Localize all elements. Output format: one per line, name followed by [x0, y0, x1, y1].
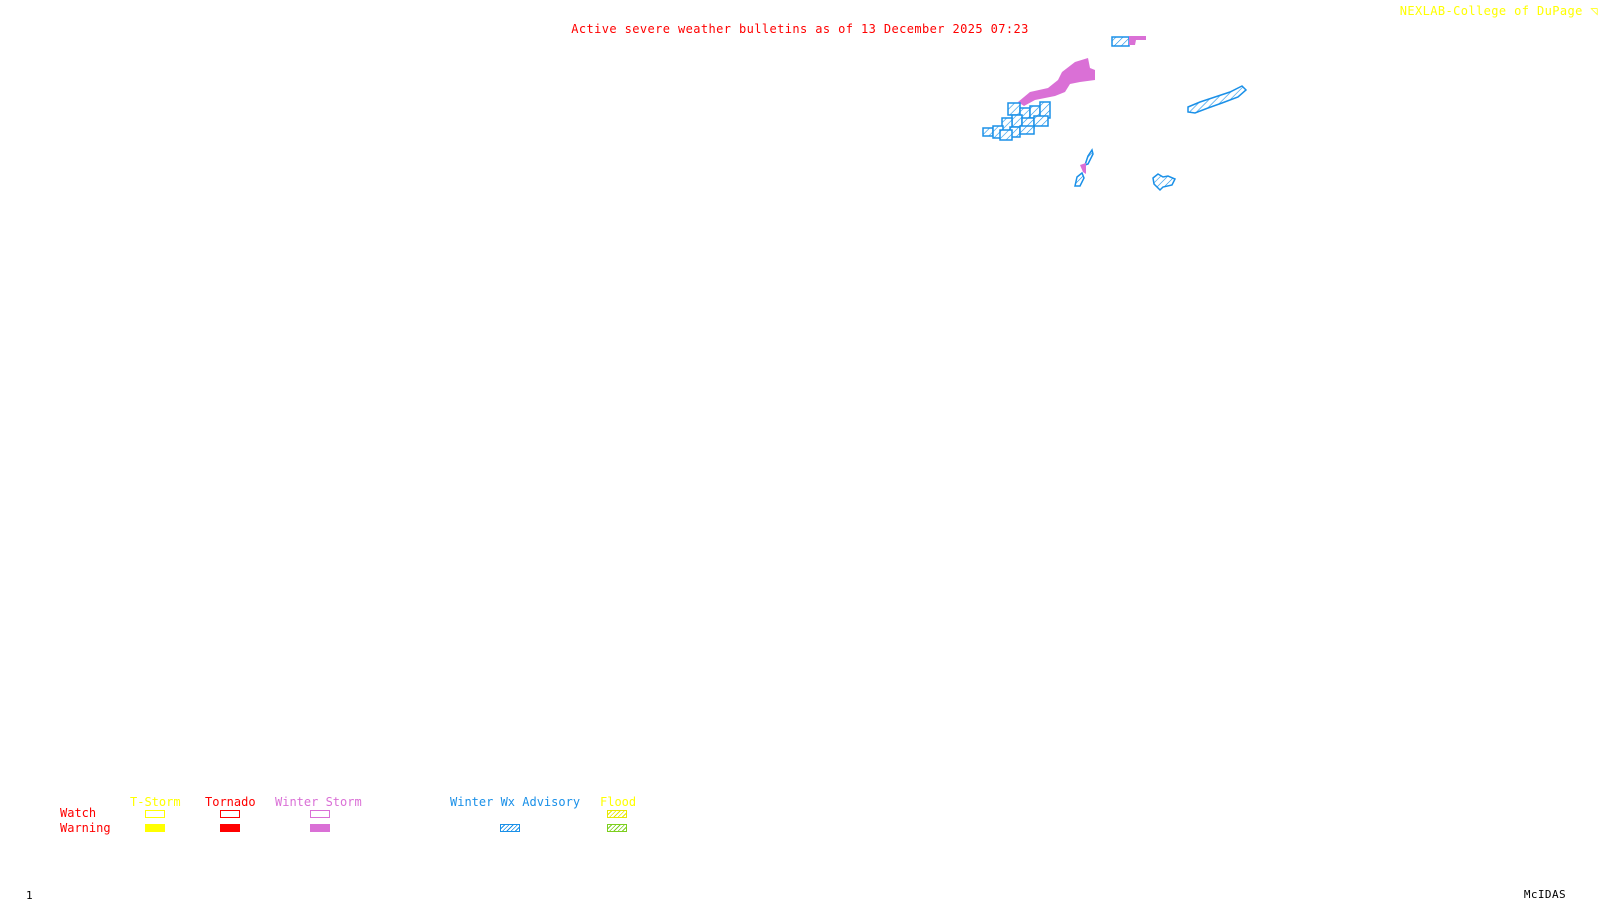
- legend-col-winter-storm: Winter Storm: [275, 795, 362, 809]
- legend-flood-watch-swatch: [607, 810, 627, 818]
- legend-col-tstorm: T-Storm: [130, 795, 181, 809]
- legend-winter-wx-advisory-swatch: [500, 824, 520, 832]
- winter-storm-warning-area: [1018, 58, 1095, 106]
- legend-col-tornado: Tornado: [205, 795, 256, 809]
- winter-wx-advisory-area: [1187, 85, 1248, 114]
- winter-wx-advisory-area: [1083, 148, 1094, 167]
- legend-row-label-warning: Warning: [60, 821, 111, 835]
- frame-number: 1: [26, 889, 34, 902]
- map-title: Active severe weather bulletins as of 13…: [571, 22, 1029, 36]
- software-label: McIDAS: [1523, 888, 1566, 901]
- winter-storm-warning-area: [1080, 163, 1086, 174]
- legend-tornado-warning-swatch: [220, 824, 240, 832]
- legend-col-winter-wx-advisory: Winter Wx Advisory: [450, 795, 581, 809]
- legend-flood-warning-swatch: [607, 824, 627, 832]
- winter-wx-advisory-cluster: [982, 101, 1051, 141]
- winter-storm-warning-area: [1129, 36, 1146, 45]
- winter-wx-advisory-area: [1152, 173, 1177, 192]
- legend-winter-storm-warning-swatch: [310, 824, 330, 832]
- winter-wx-advisory-area: [1111, 36, 1130, 47]
- legend-row-label-watch: Watch: [60, 806, 97, 820]
- legend-tornado-watch-swatch: [220, 810, 240, 818]
- legend-tstorm-watch-swatch: [145, 810, 165, 818]
- legend-col-flood: Flood: [600, 795, 637, 809]
- legend-winter-storm-watch-swatch: [310, 810, 330, 818]
- winter-wx-advisory-area: [1074, 171, 1085, 187]
- credit-label: NEXLAB-College of DuPage ◹: [1399, 4, 1598, 18]
- legend-tstorm-warning-swatch: [145, 824, 165, 832]
